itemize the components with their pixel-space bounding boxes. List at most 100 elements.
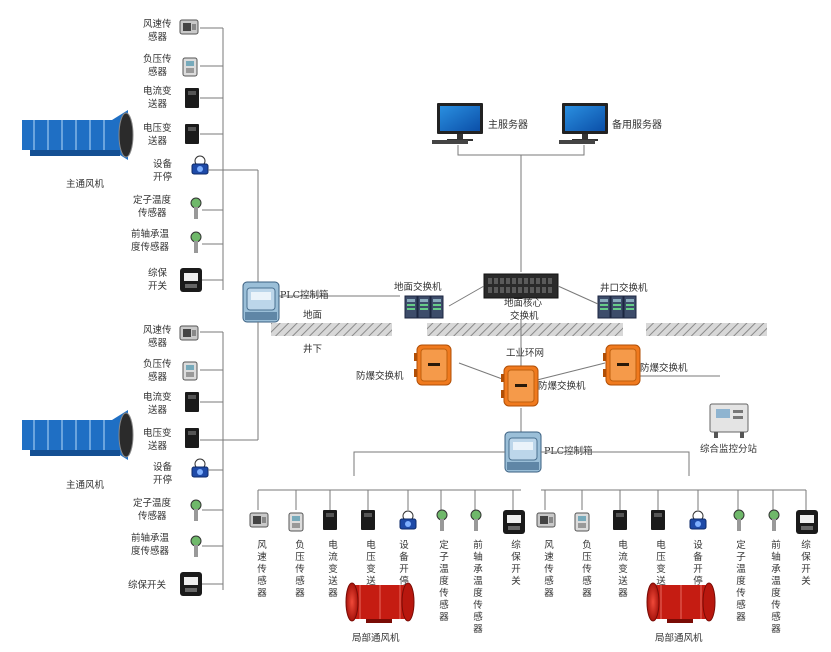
upper-sensor-5-line1: 设备: [153, 158, 173, 170]
upper-sensor-6-line2: 传感器: [138, 207, 167, 219]
lower-sensor-6-line2: 传感器: [138, 510, 167, 522]
lower-sensor-1-line2: 感器: [148, 337, 168, 349]
industrial-ring-links: [458, 320, 720, 381]
ground-boundary-bar-left: [271, 323, 392, 336]
start-stop-icon: [689, 510, 707, 530]
main-fan-upper-label: 主通风机: [66, 178, 105, 190]
upper-sensor-1-line2: 感器: [148, 31, 168, 43]
ground-boundary-bar-right: [646, 323, 767, 336]
upper-sensor-2-line1: 负压传: [143, 53, 172, 65]
bottom-sensor-labels: 风速传感器负压传感器电流变送器电压变送器设备开停定子温度传感器前轴承温度传感器综…: [257, 539, 811, 635]
core-switch-label-1: 地面核心: [504, 297, 543, 309]
lower-sensor-8-label: 综保开关: [128, 579, 167, 591]
bottom-sensor-label-left-3: 电流变送器: [328, 539, 338, 599]
left-upper-bus: [200, 27, 259, 290]
current-transmitter-icon: [613, 510, 627, 530]
plc-top-icon: [242, 281, 280, 323]
lower-sensor-4-line2: 送器: [148, 440, 168, 452]
left-lower-sensor-icons: [179, 325, 209, 596]
upper-sensor-1-line1: 风速传: [143, 18, 172, 30]
lower-sensor-7-line1: 前轴承温: [131, 532, 170, 544]
wind-sensor-icon: [536, 512, 556, 528]
protection-switch-icon: [796, 510, 818, 534]
ground-links: [278, 285, 599, 307]
bottom-sensor-label-left-2: 负压传感器: [295, 539, 305, 599]
plc-bottom-label: PLC控制箱: [544, 445, 592, 457]
current-transmitter-icon: [323, 510, 337, 530]
local-fan-right-icon: [646, 582, 716, 623]
main-fan-lower-label: 主通风机: [66, 479, 105, 491]
explosion-switch-center-icon: [500, 365, 539, 407]
bottom-sensor-label-right-5: 设备开停: [693, 540, 703, 587]
monitor-substation-label: 综合监控分站: [700, 443, 758, 455]
explosion-switch-right-icon: [602, 344, 641, 386]
bottom-sensor-label-left-5: 设备开停: [399, 540, 409, 587]
lower-sensor-6-line1: 定子温度: [133, 497, 172, 509]
upper-sensor-8-line2: 开关: [148, 280, 168, 292]
bottom-sensor-label-right-6: 定子温度传感器: [736, 539, 746, 623]
explosion-switch-left-icon: [413, 344, 452, 386]
bottom-sensor-label-right-3: 电流变送器: [618, 539, 628, 599]
upper-sensor-3-line1: 电流变: [143, 85, 172, 97]
stator-temp-icon: [436, 509, 448, 532]
bottom-sensor-label-right-2: 负压传感器: [582, 539, 592, 599]
upper-sensor-2-line2: 感器: [148, 66, 168, 78]
upper-sensor-6-line1: 定子温度: [133, 194, 172, 206]
bottom-sensor-label-right-1: 风速传感器: [544, 540, 554, 599]
server-links: [457, 145, 585, 272]
left-lower-bus: [200, 331, 258, 590]
protection-switch-icon: [503, 510, 525, 534]
backup-server-label: 备用服务器: [612, 118, 662, 131]
local-fan-left-label: 局部通风机: [352, 632, 400, 644]
pressure-sensor-icon: [574, 512, 590, 532]
lower-sensor-2-line2: 感器: [148, 371, 168, 383]
lower-sensor-1-line1: 风速传: [143, 324, 172, 336]
plc-bottom-icon: [504, 431, 542, 473]
plc-bottom-bus: [257, 451, 807, 510]
above-ground-label: 地面: [303, 309, 322, 321]
lower-sensor-5-line1: 设备: [153, 461, 173, 473]
wellhead-switch-icon: [597, 295, 637, 319]
upper-sensor-4-line2: 送器: [148, 135, 168, 147]
bearing-temp-icon: [470, 509, 482, 532]
pressure-sensor-icon: [288, 512, 304, 532]
lower-sensor-3-line1: 电流变: [143, 391, 172, 403]
left-upper-sensor-icons: [179, 19, 209, 292]
ground-switch-label: 地面交换机: [394, 281, 442, 293]
ground-boundary-bar-center: [427, 323, 623, 336]
main-server-icon: [432, 103, 483, 144]
bottom-sensor-label-right-7: 前轴承温度传感器: [771, 539, 781, 635]
voltage-transmitter-icon: [651, 510, 665, 530]
wellhead-switch-label: 井口交换机: [600, 282, 648, 294]
lower-sensor-4-line1: 电压变: [143, 427, 172, 439]
bottom-sensor-label-left-7: 前轴承温度传感器: [473, 539, 483, 635]
explosion-switch-right-label: 防爆交换机: [640, 362, 688, 374]
core-switch-label-2: 交换机: [510, 310, 539, 322]
main-server-label: 主服务器: [488, 118, 528, 131]
backup-server-icon: [559, 103, 608, 144]
start-stop-icon: [399, 510, 417, 530]
lower-sensor-2-line1: 负压传: [143, 358, 172, 370]
lower-sensor-5-line2: 开停: [153, 474, 173, 486]
upper-sensor-7-line1: 前轴承温: [131, 228, 170, 240]
voltage-transmitter-icon: [361, 510, 375, 530]
plc-top-label: PLC控制箱: [280, 289, 328, 301]
bottom-devices-left: [249, 509, 525, 534]
monitor-substation-icon: [709, 403, 749, 438]
upper-sensor-3-line2: 送器: [148, 98, 168, 110]
upper-sensor-7-line2: 度传感器: [131, 241, 170, 253]
bottom-sensor-label-left-1: 风速传感器: [257, 540, 267, 599]
core-switch-icon: [483, 273, 559, 299]
explosion-switch-center-label: 防爆交换机: [538, 380, 586, 392]
local-fan-left-icon: [345, 582, 415, 623]
wind-sensor-icon: [249, 512, 269, 528]
lower-sensor-7-line2: 度传感器: [131, 545, 170, 557]
main-fan-upper-icon: [22, 110, 134, 160]
industrial-ring-label: 工业环网: [506, 348, 544, 359]
upper-sensor-5-line2: 开停: [153, 171, 173, 183]
local-fan-right-label: 局部通风机: [655, 632, 703, 644]
explosion-switch-left-label: 防爆交换机: [356, 370, 404, 382]
bearing-temp-icon: [768, 509, 780, 532]
